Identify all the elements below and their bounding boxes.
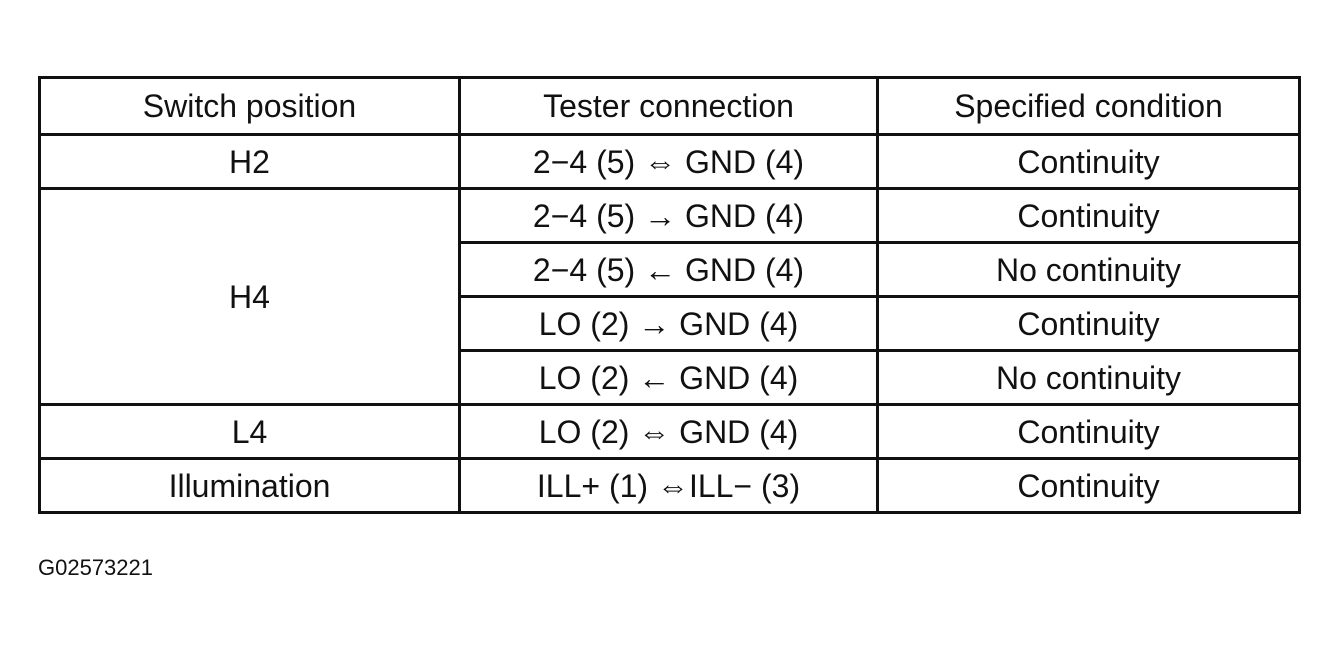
- switch-position-cell: Illumination: [38, 457, 461, 514]
- table-row: LO (2) ← GND (4) No continuity: [40, 349, 1301, 406]
- switch-position-cell: L4: [38, 403, 461, 460]
- specified-condition-cell: Continuity: [876, 403, 1301, 460]
- table-row: H2 2−4 (5) ⇔ GND (4) Continuity: [38, 133, 1301, 190]
- figure-id-label: G02573221: [38, 555, 153, 580]
- tester-connection-cell: 2−4 (5) ⇔ GND (4): [458, 133, 879, 190]
- tester-connection-cell: 2−4 (5) ← GND (4): [458, 241, 879, 298]
- header-switch-position: Switch position: [38, 76, 461, 136]
- tester-connection-cell: LO (2) → GND (4): [458, 295, 879, 352]
- table-row: L4 LO (2) ⇔ GND (4) Continuity: [38, 403, 1301, 460]
- table-row: LO (2) → GND (4) Continuity: [40, 295, 1301, 352]
- header-tester-connection: Tester connection: [458, 76, 879, 136]
- header-specified-condition: Specified condition: [876, 76, 1301, 136]
- switch-inspection-table: Switch position Tester connection Specif…: [38, 76, 1301, 514]
- tester-connection-cell: LO (2) ← GND (4): [458, 349, 879, 406]
- tester-connection-cell: LO (2) ⇔ GND (4): [458, 403, 879, 460]
- specified-condition-cell: Continuity: [876, 187, 1301, 244]
- tester-connection-cell: 2−4 (5) → GND (4): [458, 187, 879, 244]
- table-row: H4 2−4 (5) → GND (4) Continuity: [38, 187, 1301, 406]
- switch-position-cell: H2: [38, 133, 461, 190]
- header-row: Switch position Tester connection Specif…: [38, 76, 1301, 136]
- tester-connection-cell: ILL+ (1) ⇔ILL− (3): [458, 457, 879, 514]
- specified-condition-cell: Continuity: [876, 457, 1301, 514]
- specified-condition-cell: Continuity: [876, 295, 1301, 352]
- table-row: Illumination ILL+ (1) ⇔ILL− (3) Continui…: [38, 457, 1301, 514]
- switch-position-cell: H4: [38, 187, 461, 406]
- specified-condition-cell: No continuity: [876, 241, 1301, 298]
- specified-condition-cell: No continuity: [876, 349, 1301, 406]
- table-row: 2−4 (5) ← GND (4) No continuity: [40, 241, 1301, 298]
- specified-condition-cell: Continuity: [876, 133, 1301, 190]
